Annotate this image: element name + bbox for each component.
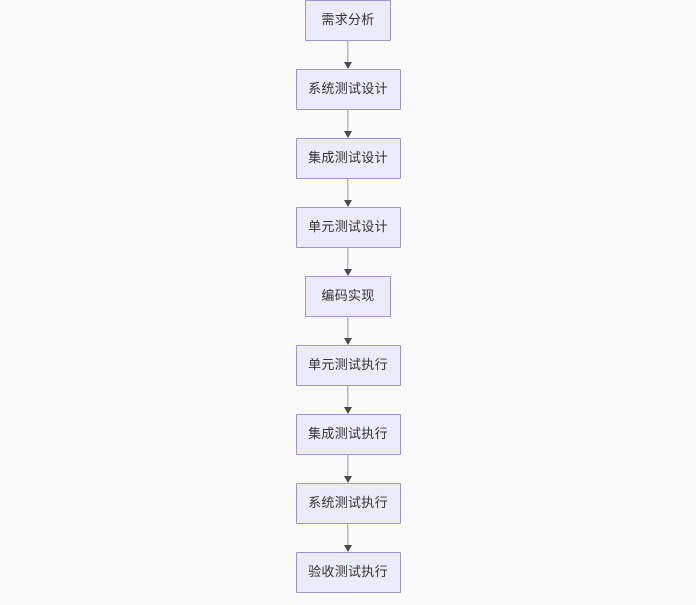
flow-node-label: 系统测试执行 <box>308 496 388 511</box>
flow-edge-n6-to-n7 <box>340 386 356 414</box>
flow-node-n6[interactable]: 单元测试执行 <box>295 345 401 386</box>
flow-node-label: 验收测试执行 <box>308 565 388 580</box>
flow-node-label: 集成测试执行 <box>308 427 388 442</box>
arrow-down-icon <box>344 131 352 138</box>
flow-edge-n5-to-n6 <box>340 317 356 345</box>
edge-line <box>347 110 349 132</box>
flow-node-row: 系统测试设计 <box>0 69 696 110</box>
arrow-down-icon <box>344 62 352 69</box>
flow-node-row: 单元测试执行 <box>0 345 696 386</box>
flow-node-row: 验收测试执行 <box>0 552 696 593</box>
edge-line <box>347 248 349 270</box>
flow-node-row: 需求分析 <box>0 0 696 41</box>
flow-edge-n1-to-n2 <box>340 41 356 69</box>
flow-node-label: 集成测试设计 <box>308 151 388 166</box>
edge-line <box>347 179 349 201</box>
flow-edge-n7-to-n8 <box>340 455 356 483</box>
flow-node-n3[interactable]: 集成测试设计 <box>295 138 401 179</box>
arrow-down-icon <box>344 407 352 414</box>
flow-node-label: 单元测试执行 <box>308 358 388 373</box>
arrow-down-icon <box>344 545 352 552</box>
arrow-down-icon <box>344 269 352 276</box>
edge-line <box>347 386 349 408</box>
flow-node-label: 单元测试设计 <box>308 220 388 235</box>
arrow-down-icon <box>344 476 352 483</box>
flow-edge-n2-to-n3 <box>340 110 356 138</box>
flow-node-n4[interactable]: 单元测试设计 <box>295 207 401 248</box>
flow-node-n5[interactable]: 编码实现 <box>305 276 391 317</box>
flow-node-n9[interactable]: 验收测试执行 <box>295 552 401 593</box>
flow-edge-n3-to-n4 <box>340 179 356 207</box>
flow-node-n1[interactable]: 需求分析 <box>305 0 391 41</box>
flow-node-n2[interactable]: 系统测试设计 <box>295 69 401 110</box>
flow-node-row: 系统测试执行 <box>0 483 696 524</box>
flow-node-label: 编码实现 <box>321 289 375 304</box>
flow-node-row: 集成测试执行 <box>0 414 696 455</box>
flow-node-row: 单元测试设计 <box>0 207 696 248</box>
edge-line <box>347 524 349 546</box>
flow-edge-n8-to-n9 <box>340 524 356 552</box>
flow-node-label: 需求分析 <box>321 13 375 28</box>
flow-node-n7[interactable]: 集成测试执行 <box>295 414 401 455</box>
arrow-down-icon <box>344 200 352 207</box>
flow-node-row: 集成测试设计 <box>0 138 696 179</box>
edge-line <box>347 41 349 63</box>
flow-node-row: 编码实现 <box>0 276 696 317</box>
edge-line <box>347 455 349 477</box>
flow-edge-n4-to-n5 <box>340 248 356 276</box>
flow-node-n8[interactable]: 系统测试执行 <box>295 483 401 524</box>
flow-node-label: 系统测试设计 <box>308 82 388 97</box>
arrow-down-icon <box>344 338 352 345</box>
edge-line <box>347 317 349 339</box>
